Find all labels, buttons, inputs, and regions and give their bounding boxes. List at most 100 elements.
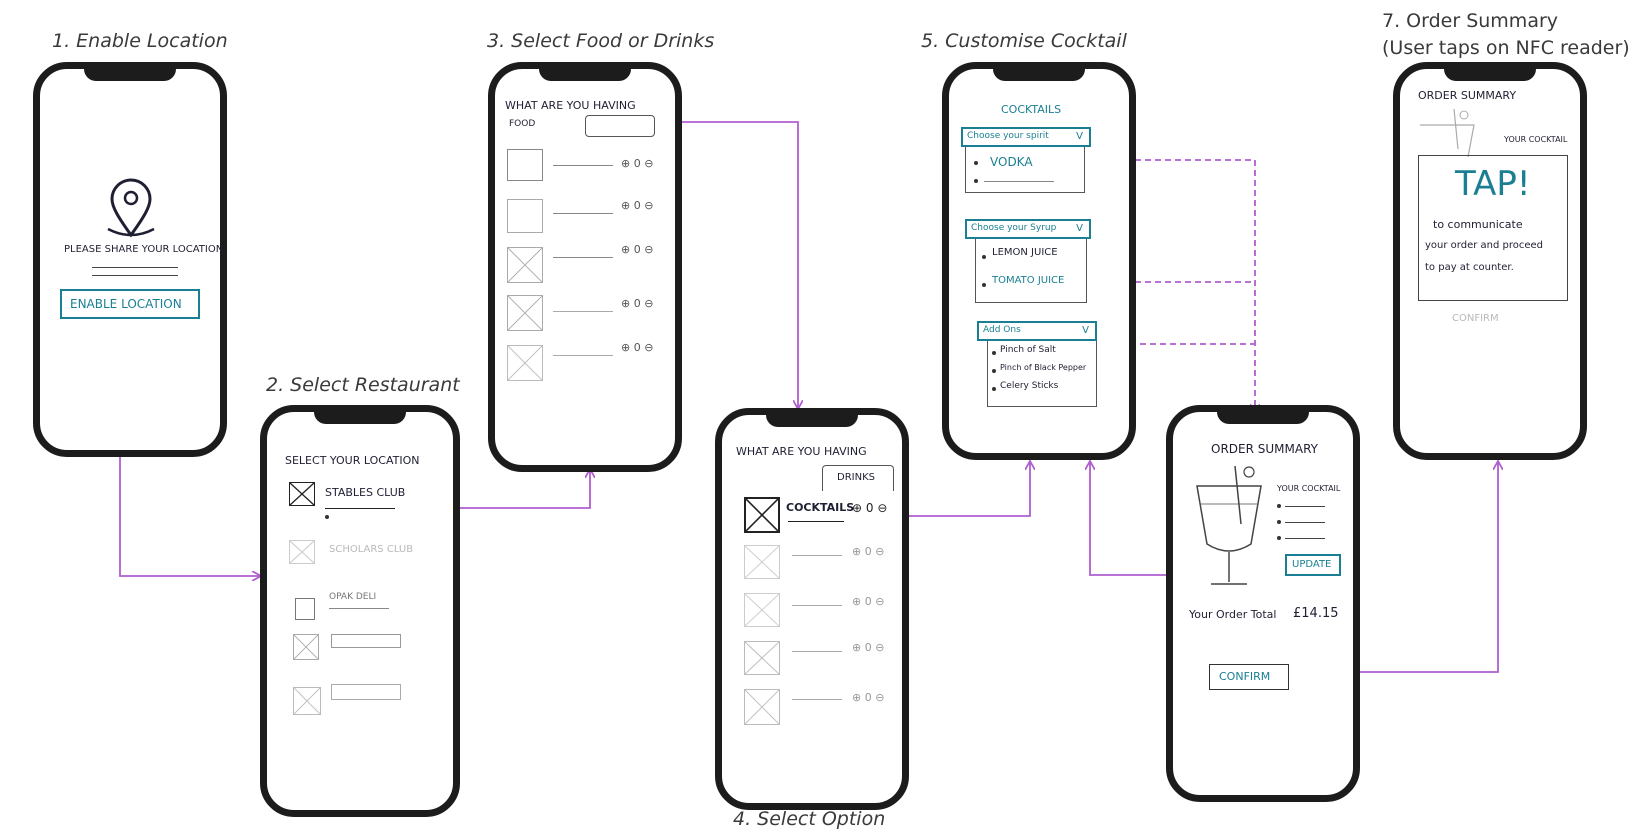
chevron-down-icon: V xyxy=(1076,223,1083,234)
restaurant-thumbnail xyxy=(293,687,321,715)
drink-thumbnail xyxy=(744,593,780,627)
divider xyxy=(792,605,842,606)
bullet xyxy=(992,351,996,355)
food-thumbnail xyxy=(507,149,543,181)
tap-message-line-2: your order and proceed xyxy=(1425,240,1544,251)
quantity-stepper[interactable]: ⊕ 0 ⊖ xyxy=(621,341,654,354)
step-7-subtitle: (User taps on NFC reader) xyxy=(1382,37,1630,59)
restaurant-item-opak[interactable]: OPAK DELI xyxy=(329,592,377,602)
spirit-dropdown[interactable]: Choose your spirit V xyxy=(961,127,1091,147)
tap-message-line-3: to pay at counter. xyxy=(1425,262,1514,273)
drinks-tab[interactable] xyxy=(585,115,655,137)
placeholder-text-box xyxy=(331,684,401,700)
divider xyxy=(553,355,613,356)
phone-notch xyxy=(993,67,1085,81)
food-tab[interactable]: FOOD xyxy=(509,119,536,129)
what-having-heading: WHAT ARE YOU HAVING xyxy=(736,445,867,458)
phone-notch xyxy=(1444,67,1536,81)
order-summary-heading: ORDER SUMMARY xyxy=(1418,89,1517,102)
drink-thumbnail xyxy=(744,689,780,725)
placeholder-text-box xyxy=(331,634,401,648)
phone-notch xyxy=(314,410,406,424)
restaurant-thumbnail xyxy=(295,598,315,620)
quantity-stepper[interactable]: ⊕ 0 ⊖ xyxy=(852,691,885,704)
bullet xyxy=(974,161,978,165)
what-having-heading: WHAT ARE YOU HAVING xyxy=(505,99,636,112)
drink-thumbnail xyxy=(744,641,780,675)
syrup-option-lemon[interactable]: LEMON JUICE xyxy=(992,247,1058,258)
bullet xyxy=(974,179,978,183)
divider xyxy=(792,555,842,556)
addons-dropdown[interactable]: Add Ons V xyxy=(977,321,1097,341)
quantity-stepper[interactable]: ⊕ 0 ⊖ xyxy=(621,157,654,170)
quantity-stepper[interactable]: ⊕ 0 ⊖ xyxy=(852,545,885,558)
update-button[interactable]: UPDATE xyxy=(1285,554,1341,576)
tap-label: TAP! xyxy=(1455,164,1531,204)
phone-order-summary: ORDER SUMMARY YOUR COCKTAIL UPDATE Your … xyxy=(1166,405,1360,802)
divider xyxy=(792,651,842,652)
quantity-stepper[interactable]: ⊕ 0 ⊖ xyxy=(852,641,885,654)
quantity-stepper[interactable]: ⊕ 0 ⊖ xyxy=(621,297,654,310)
drinks-tab[interactable]: DRINKS xyxy=(822,465,894,491)
your-cocktail-label: YOUR COCKTAIL xyxy=(1504,135,1568,144)
bullet xyxy=(982,255,986,259)
phone-notch xyxy=(1217,410,1309,424)
addon-option-pepper[interactable]: Pinch of Black Pepper xyxy=(1000,363,1087,372)
restaurant-item-scholars[interactable]: SCHOLARS CLUB xyxy=(329,544,414,555)
quantity-stepper[interactable]: ⊕ 0 ⊖ xyxy=(852,595,885,608)
step-5-title: 5. Customise Cocktail xyxy=(921,30,1127,52)
food-thumbnail xyxy=(507,247,543,283)
select-location-heading: SELECT YOUR LOCATION xyxy=(285,454,420,467)
spirit-option-vodka[interactable]: VODKA xyxy=(990,155,1033,169)
confirm-button[interactable]: CONFIRM xyxy=(1209,664,1289,690)
enable-location-button[interactable]: ENABLE LOCATION xyxy=(60,289,200,319)
food-thumbnail xyxy=(507,199,543,233)
nfc-tap-panel[interactable]: TAP! to communicate your order and proce… xyxy=(1418,155,1568,301)
addon-option-celery[interactable]: Celery Sticks xyxy=(1000,381,1059,391)
divider xyxy=(1285,522,1325,523)
step-2-title: 2. Select Restaurant xyxy=(266,374,460,396)
cocktails-item[interactable]: COCKTAILS xyxy=(786,501,855,514)
quantity-stepper[interactable]: ⊕ 0 ⊖ xyxy=(621,199,654,212)
divider xyxy=(553,213,613,214)
food-thumbnail xyxy=(507,295,543,331)
divider xyxy=(553,311,613,312)
chevron-down-icon: V xyxy=(1082,325,1089,336)
drink-thumbnail xyxy=(744,497,780,533)
divider xyxy=(788,521,844,522)
addon-option-salt[interactable]: Pinch of Salt xyxy=(1000,345,1056,355)
divider xyxy=(792,699,842,700)
bullet xyxy=(992,387,996,391)
drinks-tab-label: DRINKS xyxy=(837,472,875,483)
phone-notch xyxy=(539,67,631,81)
addons-label: Add Ons xyxy=(983,325,1021,335)
syrup-dropdown[interactable]: Choose your Syrup V xyxy=(965,219,1091,239)
bullet xyxy=(325,515,329,519)
phone-customise-cocktail: COCKTAILS Choose your spirit V VODKA Cho… xyxy=(942,62,1136,460)
bullet xyxy=(982,283,986,287)
step-7-title: 7. Order Summary xyxy=(1382,10,1559,32)
syrup-label: Choose your Syrup xyxy=(971,223,1057,233)
spirit-label: Choose your spirit xyxy=(967,131,1049,141)
restaurant-thumbnail xyxy=(289,482,315,506)
step-4-title: 4. Select Option xyxy=(733,808,886,830)
divider xyxy=(553,165,613,166)
quantity-stepper[interactable]: ⊕ 0 ⊖ xyxy=(621,243,654,256)
divider xyxy=(325,508,395,509)
restaurant-item-stables[interactable]: STABLES CLUB xyxy=(325,486,406,499)
phone-order-summary-nfc: ORDER SUMMARY YOUR COCKTAIL TAP! to comm… xyxy=(1393,62,1587,460)
quantity-stepper[interactable]: ⊕ 0 ⊖ xyxy=(852,501,888,515)
cocktail-glass-icon xyxy=(1196,465,1262,585)
divider xyxy=(984,181,1054,182)
drink-thumbnail xyxy=(744,545,780,579)
bullet xyxy=(1277,520,1281,524)
update-label: UPDATE xyxy=(1292,559,1332,570)
phone-enable-location: PLEASE SHARE YOUR LOCATION ENABLE LOCATI… xyxy=(33,62,227,457)
divider xyxy=(92,275,178,276)
phone-select-food-drinks: WHAT ARE YOU HAVING FOOD ⊕ 0 ⊖ ⊕ 0 ⊖ ⊕ 0… xyxy=(488,62,682,472)
share-location-prompt: PLEASE SHARE YOUR LOCATION xyxy=(64,244,224,255)
syrup-option-tomato[interactable]: TOMATO JUICE xyxy=(992,275,1065,286)
confirm-faded-label: CONFIRM xyxy=(1452,313,1499,324)
cocktail-glass-icon xyxy=(1420,109,1475,158)
step-3-title: 3. Select Food or Drinks xyxy=(487,30,715,52)
